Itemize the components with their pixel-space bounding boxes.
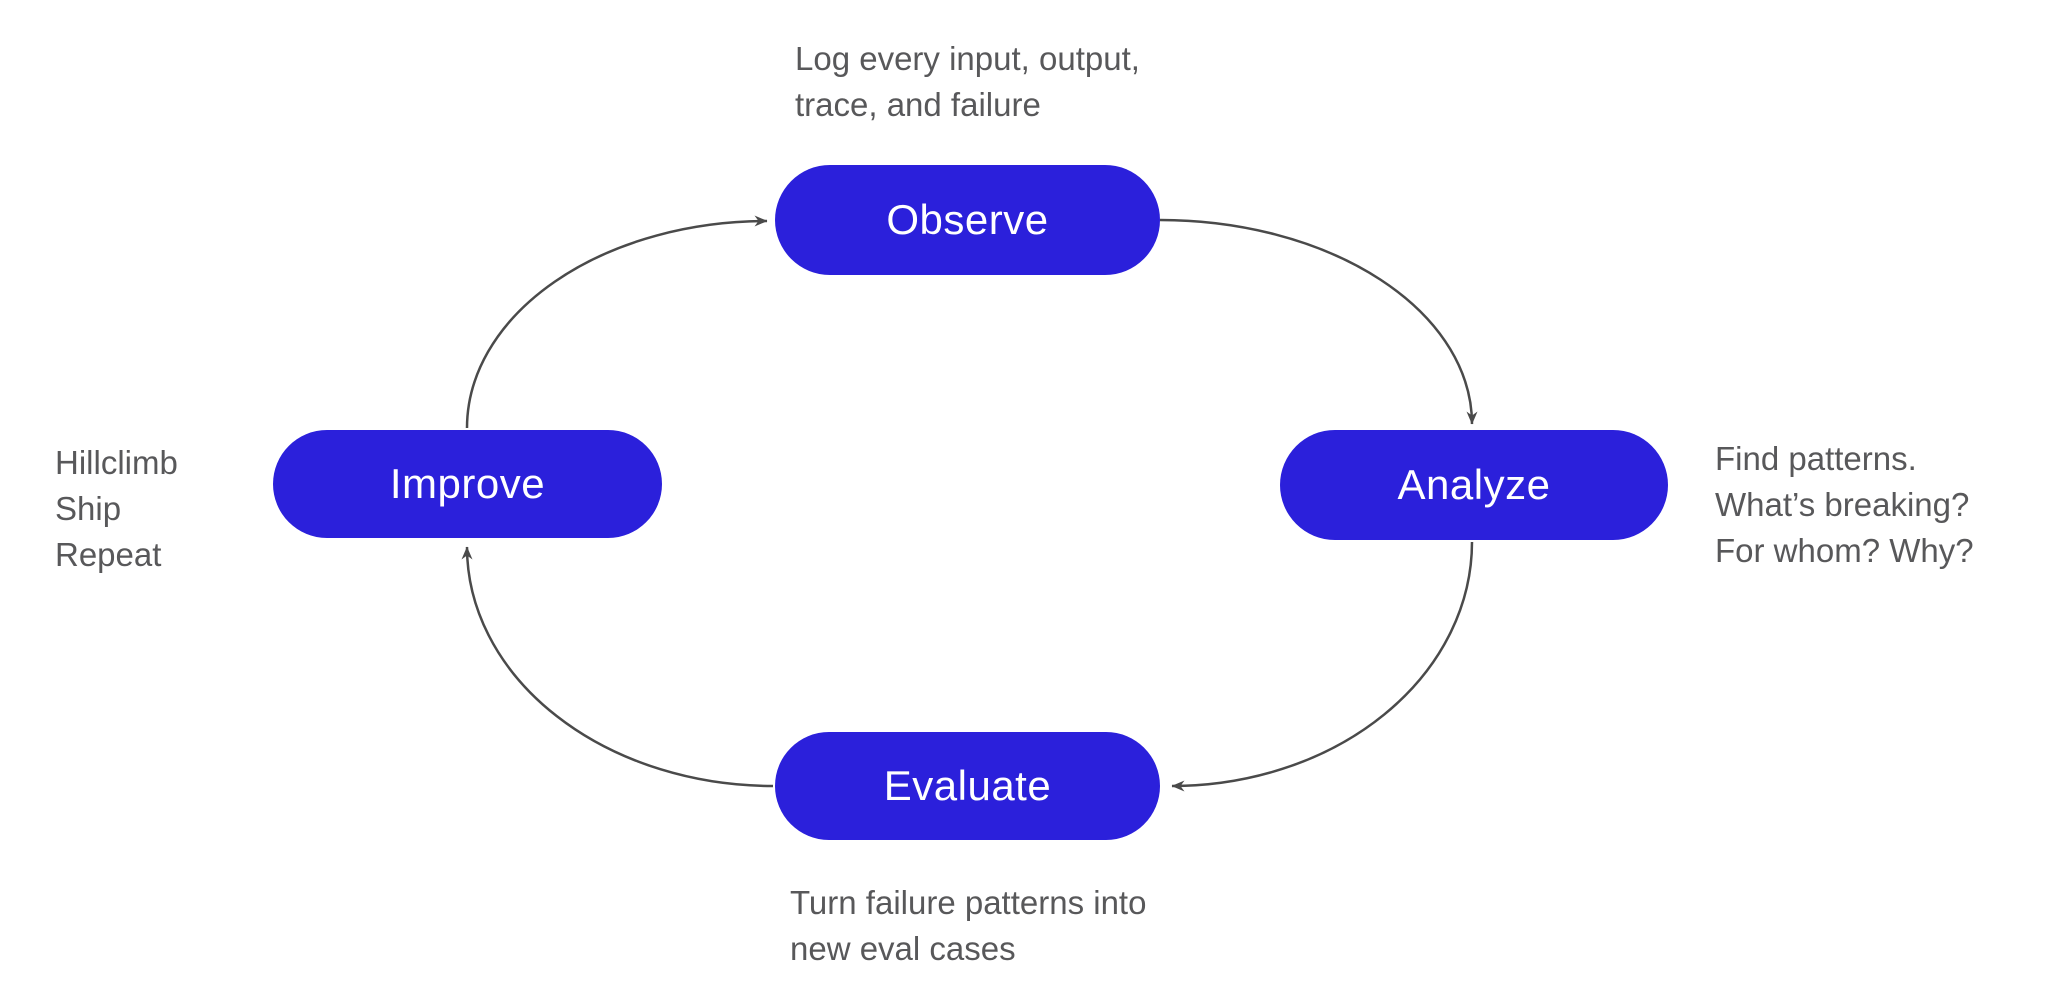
annotation-improve-line: Repeat bbox=[55, 536, 162, 573]
node-analyze-label: Analyze bbox=[1397, 461, 1551, 508]
edge-improve-to-observe bbox=[465, 215, 768, 429]
node-evaluate: Evaluate bbox=[775, 732, 1160, 840]
node-evaluate-label: Evaluate bbox=[883, 762, 1052, 809]
edge-analyze-to-evaluate bbox=[1171, 541, 1474, 792]
annotation-analyze-line: For whom? Why? bbox=[1715, 532, 1974, 569]
annotation-observe: Log every input, output, trace, and fail… bbox=[795, 36, 1140, 128]
annotation-observe-line: Log every input, output, bbox=[795, 40, 1140, 77]
node-analyze: Analyze bbox=[1280, 430, 1668, 540]
annotation-improve-line: Ship bbox=[55, 490, 122, 527]
annotation-analyze-line: Find patterns. bbox=[1715, 440, 1917, 477]
edge-observe-to-analyze bbox=[1159, 218, 1478, 425]
annotation-observe-line: trace, and failure bbox=[795, 86, 1041, 123]
node-improve: Improve bbox=[273, 430, 662, 538]
annotation-improve: Hillclimb Ship Repeat bbox=[55, 440, 178, 578]
annotation-evaluate: Turn failure patterns into new eval case… bbox=[790, 880, 1146, 972]
node-improve-label: Improve bbox=[389, 460, 546, 507]
annotation-evaluate-line: new eval cases bbox=[790, 930, 1016, 967]
annotation-analyze: Find patterns. What’s breaking? For whom… bbox=[1715, 436, 1974, 574]
node-observe-label: Observe bbox=[886, 196, 1049, 243]
annotation-improve-line: Hillclimb bbox=[55, 444, 178, 481]
edge-evaluate-to-improve bbox=[461, 546, 774, 788]
annotation-analyze-line: What’s breaking? bbox=[1715, 486, 1970, 523]
annotation-evaluate-line: Turn failure patterns into bbox=[790, 884, 1147, 921]
node-observe: Observe bbox=[775, 165, 1160, 275]
